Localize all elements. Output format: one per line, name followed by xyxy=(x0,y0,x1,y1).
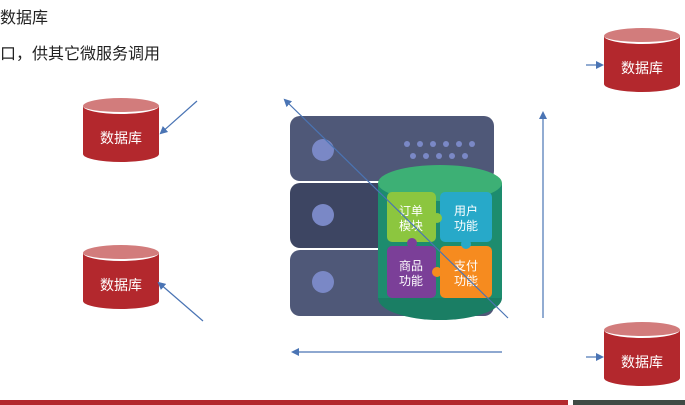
database-top xyxy=(83,98,159,114)
puzzle-knob xyxy=(432,213,442,223)
module-order-label: 订单模块 xyxy=(399,204,423,233)
arrows xyxy=(157,61,604,361)
footer-bar-primary xyxy=(0,400,568,405)
arrow-to-db-top-left xyxy=(159,100,198,135)
arrow-diagonal xyxy=(283,98,509,319)
database-label: 数据库 xyxy=(621,355,663,371)
server-light-icon xyxy=(312,204,334,226)
server-vent-icon xyxy=(404,141,475,159)
module-payment-label: 支付功能 xyxy=(454,259,478,288)
database-top xyxy=(604,28,680,44)
description-text: 口，供其它微服务调用 xyxy=(0,44,161,63)
footer-bar-secondary xyxy=(573,400,685,405)
module-product-piece xyxy=(387,246,436,298)
database-top-right: 数据库 xyxy=(604,28,680,100)
heading-text: 数据库 xyxy=(0,8,49,27)
database-bottom-right: 数据库 xyxy=(604,322,680,394)
service-cylinder-icon: 订单模块 用户功能 商品功能 支付功能 xyxy=(378,165,502,320)
server-unit-top xyxy=(290,116,494,181)
module-user-piece xyxy=(440,192,492,242)
puzzle-knob xyxy=(432,267,442,277)
module-order-piece xyxy=(387,192,436,242)
database-bottom-left: 数据库 xyxy=(83,245,159,317)
database-body xyxy=(83,106,159,162)
module-user-label: 用户功能 xyxy=(454,203,478,233)
puzzle-knob xyxy=(407,238,417,248)
database-body xyxy=(604,36,680,92)
database-label: 数据库 xyxy=(100,278,142,294)
server-light-icon xyxy=(312,271,334,293)
database-top-left: 数据库 xyxy=(83,98,159,170)
module-payment-piece xyxy=(440,246,492,298)
module-product-label: 商品功能 xyxy=(399,258,423,288)
database-body xyxy=(83,253,159,309)
database-label: 数据库 xyxy=(100,131,142,147)
database-label: 数据库 xyxy=(621,61,663,77)
server-light-icon xyxy=(312,139,334,161)
puzzle-knob xyxy=(461,239,471,249)
database-top xyxy=(83,245,159,261)
database-body xyxy=(604,330,680,386)
arrow-to-db-bottom-left xyxy=(157,281,204,322)
database-top xyxy=(604,322,680,338)
